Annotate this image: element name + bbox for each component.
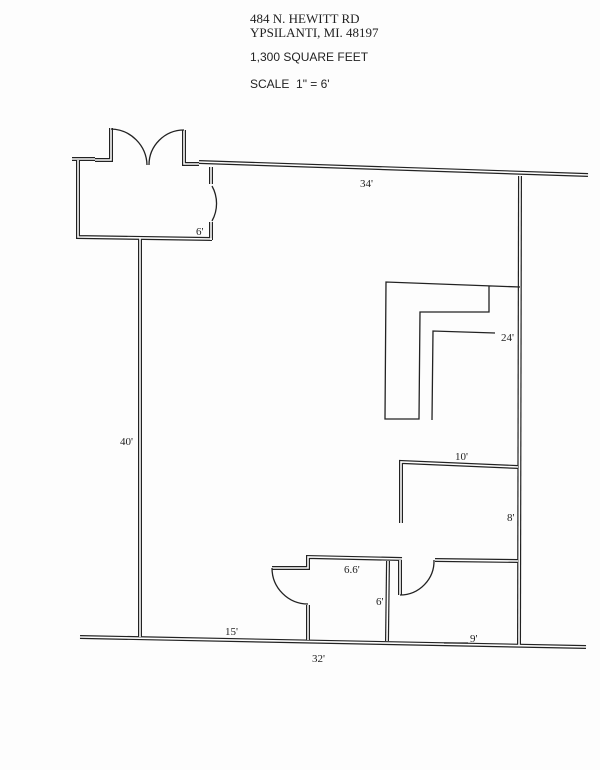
dim-vestibule: 6' [196,226,204,238]
address-line-1: 484 N. HEWITT RD [250,11,360,26]
dim-restroom-depth: 6' [376,596,384,608]
counter [384,281,521,421]
dim-office-depth: 8' [507,512,515,524]
wall-inner-line [386,560,389,642]
dim-bottom-right: 9' [470,633,478,645]
wall-inner-line [434,559,519,562]
wall-inner-line [518,175,521,647]
dim-office-width: 10' [455,451,468,463]
doors [110,128,435,605]
square-footage: 1,300 SQUARE FEET [250,50,369,64]
walls [72,128,589,649]
wall-inner-line [95,128,112,161]
front-door-right-swing [148,129,185,166]
wall [72,157,213,241]
front-door-left-swing [110,128,148,166]
dim-counter: 24' [501,332,514,344]
restroom-door-swing [271,567,309,605]
dim-bottom-left: 15' [225,626,238,638]
office-door-swing [399,559,435,596]
wall [95,128,113,162]
wall-inner-line [400,461,519,523]
wall-inner-line [79,636,587,648]
dim-bottom-wall: 32' [312,653,325,665]
dim-top-wall: 34' [360,178,373,190]
wall-inner-line [198,161,589,176]
wall-inner-line [183,130,199,165]
address-line-2: YPSILANTI, MI. 48197 [250,25,379,40]
wall [399,459,519,523]
scale-note: SCALE 1" = 6' [250,77,330,91]
vestibule-door-swing [211,185,218,222]
dim-restroom-width: 6.6' [344,564,360,576]
wall-inner-line [72,158,213,240]
dim-left-wall: 40' [120,436,133,448]
wall-inner-line [272,556,403,640]
wall [182,130,199,166]
